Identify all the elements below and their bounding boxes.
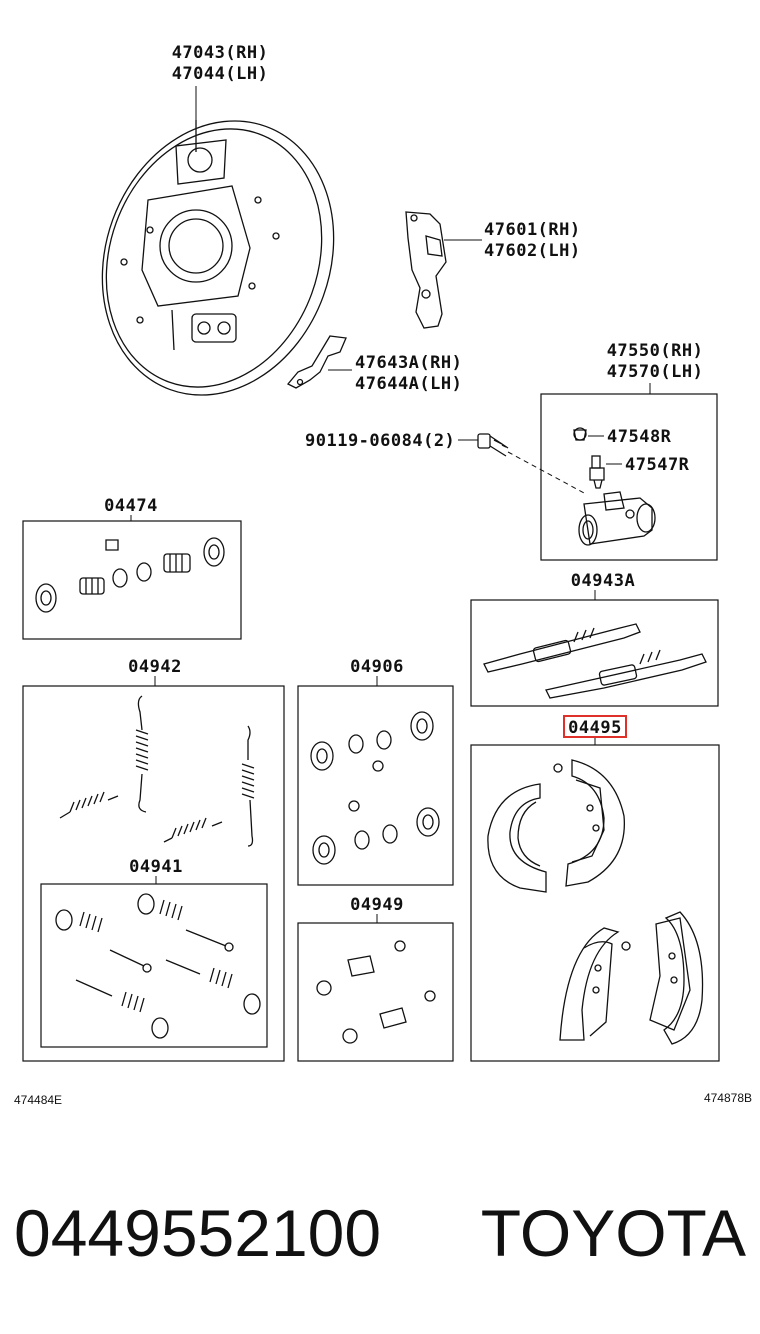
wheel-cylinder-lh-label: 47570(LH)	[607, 362, 704, 382]
cup-kit-drawing	[310, 711, 440, 865]
boot-kit-box	[297, 922, 454, 1062]
boot-kit-label: 04949	[350, 895, 404, 915]
backing-plate-rh-label: 47043(RH)	[172, 43, 269, 63]
adjuster-kit-drawing	[483, 623, 707, 699]
strut-lever-rh-label: 47643A(RH)	[355, 353, 462, 373]
wheel-cylinder-box	[540, 393, 718, 561]
shoe-kit-highlight	[563, 715, 627, 738]
figure-code-left: 474484E	[14, 1093, 62, 1107]
hold-down-kit-label: 04941	[129, 857, 183, 877]
spring-kit-label: 04942	[128, 657, 182, 677]
kit-04474-drawing	[35, 537, 225, 613]
spring-kit-box	[22, 685, 285, 1062]
lever-rh-label: 47601(RH)	[484, 220, 581, 240]
boot-kit-drawing	[316, 940, 436, 1044]
springs-drawing	[59, 695, 255, 847]
strut-lever-lh-label: 47644A(LH)	[355, 374, 462, 394]
adjuster-kit-label: 04943A	[571, 571, 635, 591]
lever-lh-label: 47602(LH)	[484, 241, 581, 261]
backing-plate-drawing	[101, 120, 335, 396]
kit-04474-label: 04474	[104, 496, 158, 516]
bleeder-cap-drawing	[573, 427, 587, 441]
figure-code-right: 474878B	[704, 1091, 752, 1105]
bleeder-cap-label: 47548R	[607, 427, 672, 447]
kit-04474-box	[22, 520, 242, 640]
shoe-kit-box	[470, 744, 720, 1062]
cup-kit-box	[297, 685, 454, 886]
brand-name: TOYOTA	[481, 1196, 746, 1270]
shoe-kit-label: 04495	[568, 718, 622, 738]
wheel-cylinder-rh-label: 47550(RH)	[607, 341, 704, 361]
hold-down-kit-box	[40, 883, 268, 1048]
cup-kit-label: 04906	[350, 657, 404, 677]
strut-lever-drawing	[286, 335, 347, 389]
wheel-cylinder-drawing	[578, 491, 656, 546]
brake-shoes-drawing	[487, 759, 704, 1045]
adjuster-kit-box	[470, 599, 719, 707]
bolt-drawing	[477, 433, 509, 457]
bleeder-plug-drawing	[589, 455, 605, 489]
backing-plate-lh-label: 47044(LH)	[172, 64, 269, 84]
bleeder-plug-label: 47547R	[625, 455, 690, 475]
part-number: 0449552100	[14, 1196, 381, 1270]
hold-down-kit-drawing	[55, 893, 261, 1039]
parking-brake-lever-drawing	[405, 211, 447, 329]
bolt-label: 90119-06084(2)	[305, 431, 455, 451]
